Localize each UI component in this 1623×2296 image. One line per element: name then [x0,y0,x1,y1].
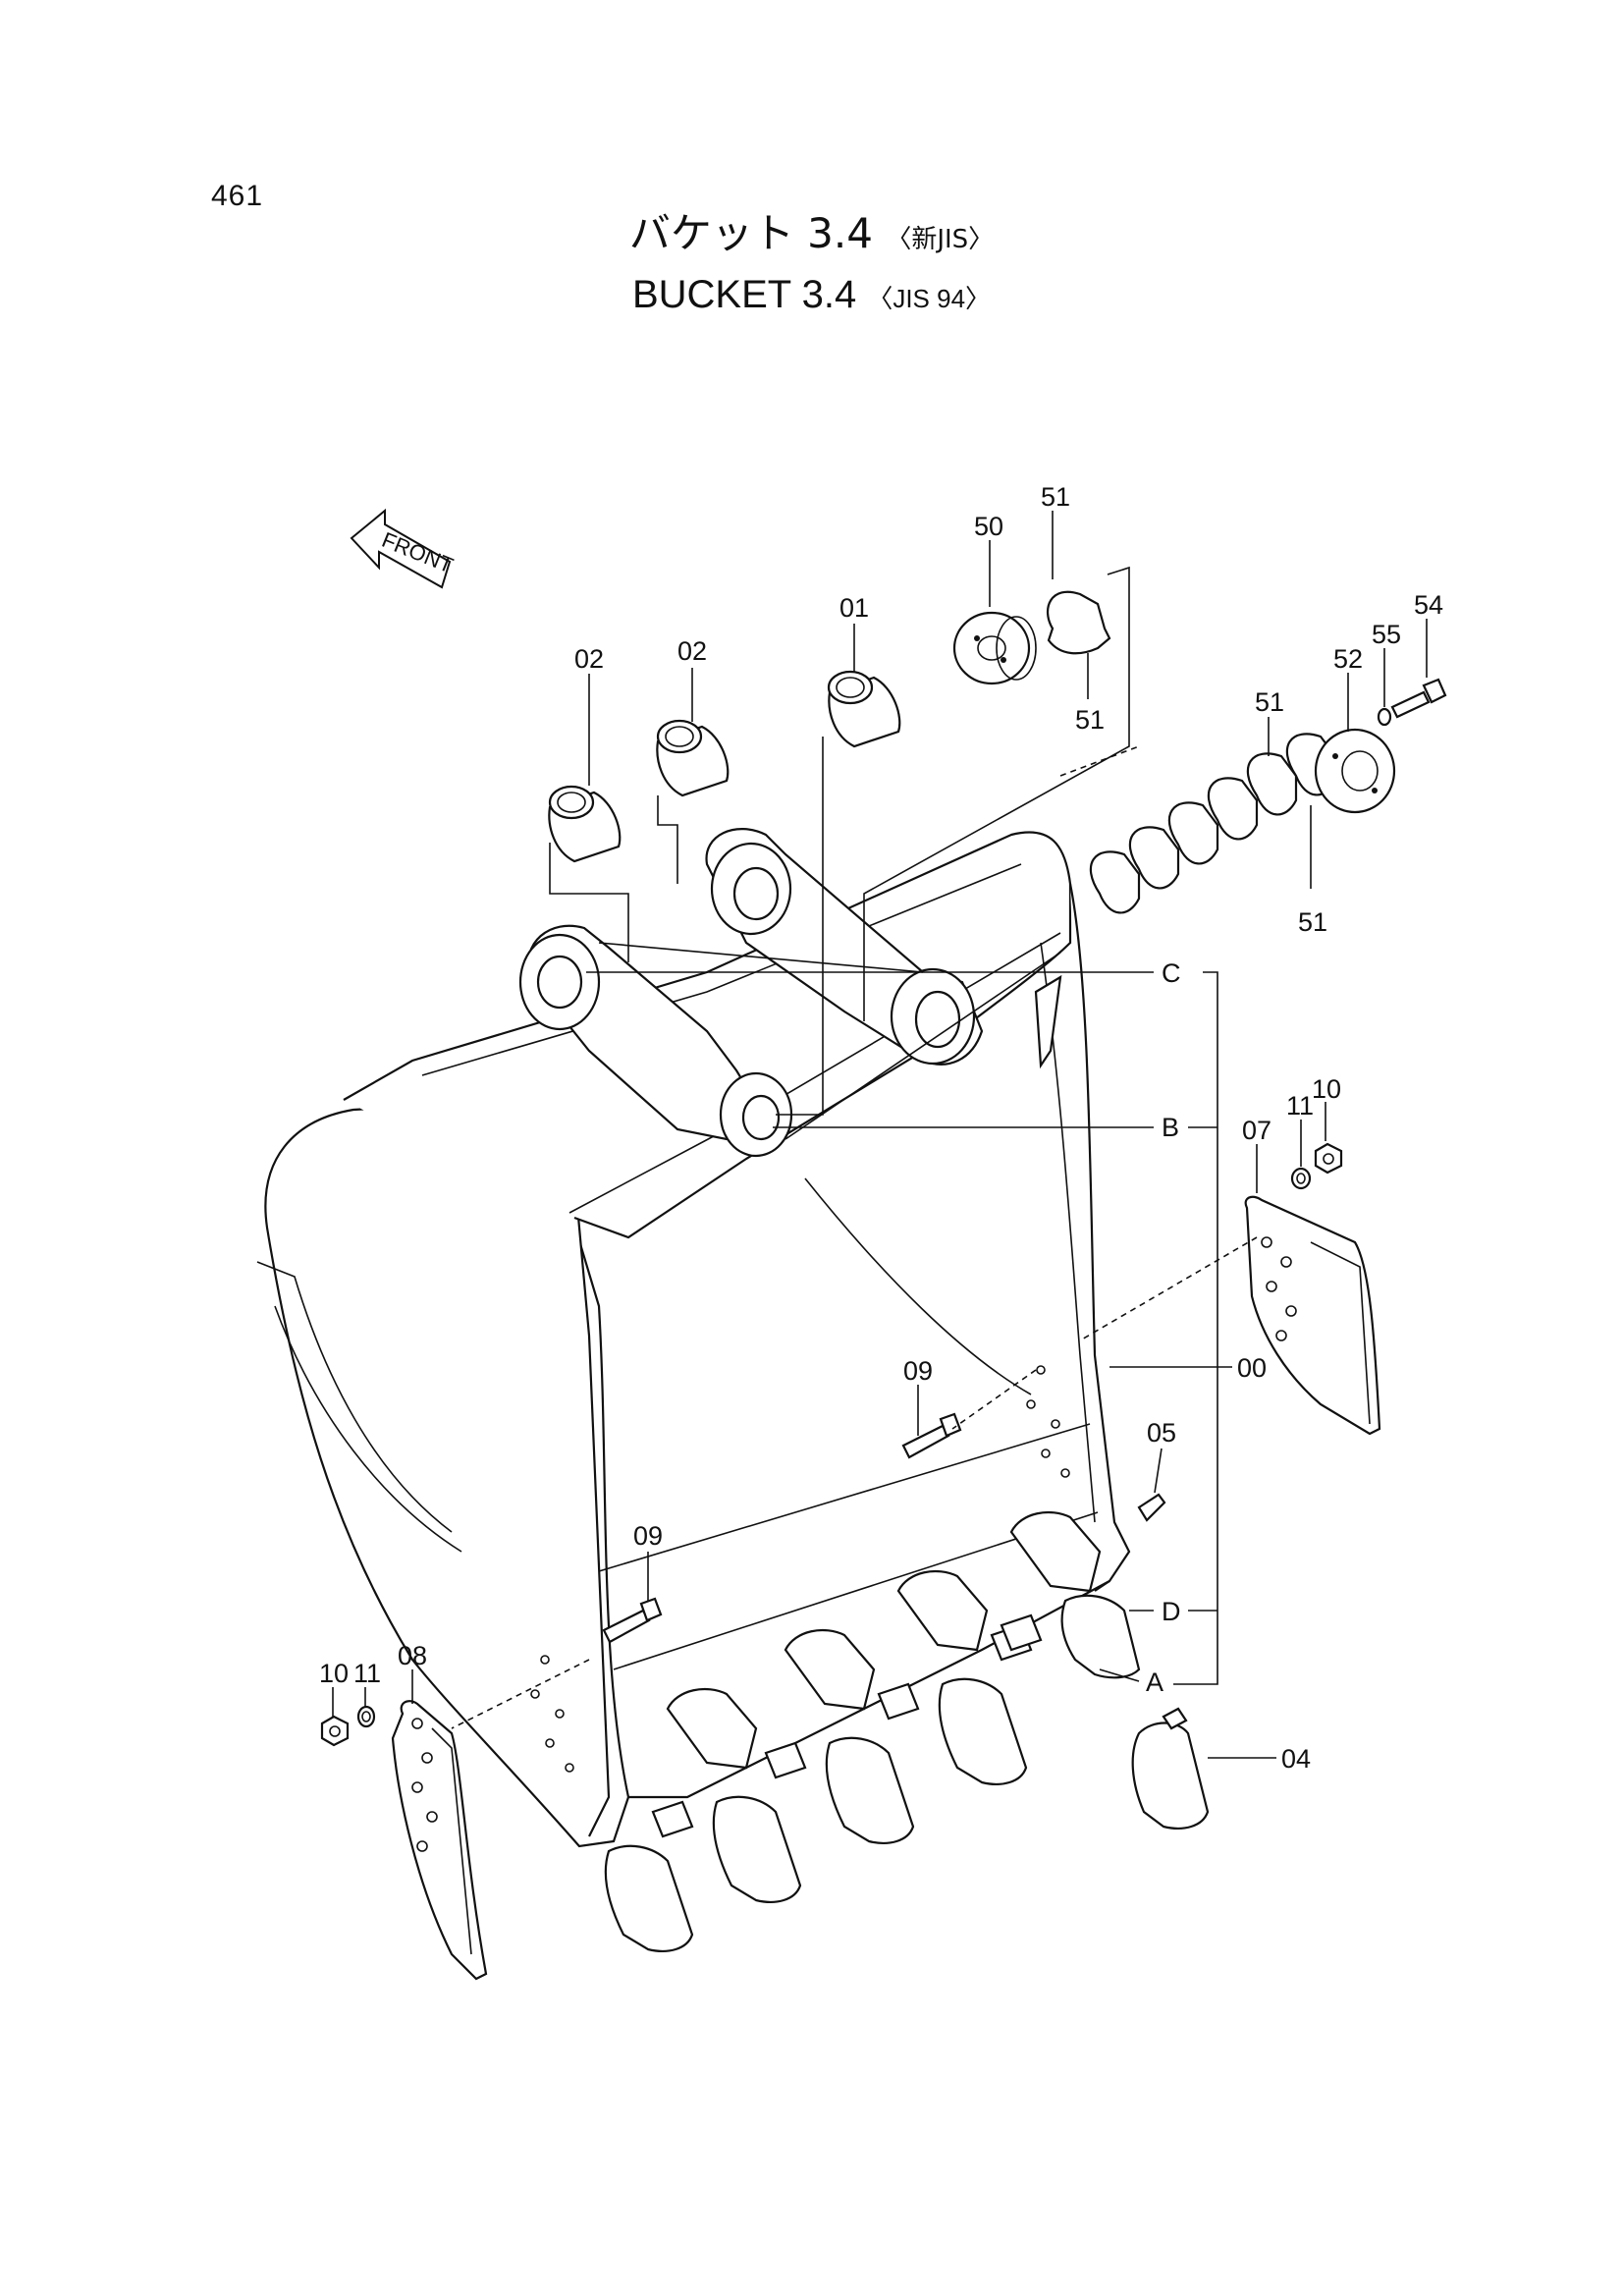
label-A: A [1146,1667,1163,1697]
label-50: 50 [974,512,1003,541]
bucket-link-bracket [518,828,1062,1158]
washer-11-left [356,1705,376,1728]
label-11-right: 11 [1286,1091,1314,1121]
label-10-left: 10 [319,1659,349,1688]
shim-51-stack [1089,733,1337,914]
shim-51-top [1046,590,1111,655]
title-english: BUCKET 3.4 〈JIS 94〉 [0,267,1623,326]
label-D: D [1162,1597,1181,1626]
label-54: 54 [1414,590,1443,620]
bucket-teeth [604,1510,1141,1952]
label-07: 07 [1242,1116,1271,1145]
label-C: C [1162,958,1181,988]
label-11-left: 11 [353,1659,381,1688]
label-51-top: 51 [1041,482,1070,512]
label-08: 08 [398,1641,427,1670]
bolt-09-left [602,1597,663,1644]
callout-labels: 02 02 01 50 51 51 51 51 52 55 54 C B D A… [319,482,1443,1774]
ring-50 [952,611,1037,685]
leader-lines [332,511,1428,1759]
label-04: 04 [1281,1744,1311,1774]
label-51-right: 51 [1255,687,1284,717]
tooth-04 [1131,1707,1210,1830]
label-51-mid: 51 [1075,705,1105,735]
label-55: 55 [1372,620,1401,649]
title-en-spec: 〈JIS 94〉 [867,284,992,313]
nut-10-left [320,1715,350,1747]
title-en-main: BUCKET 3.4 [631,273,857,316]
front-arrow-icon: FRONT [350,508,457,589]
washer-55 [1377,707,1392,727]
bushing-02-lower [548,785,622,863]
label-51-lower: 51 [1298,907,1327,937]
bolt-09-right [901,1412,962,1459]
label-B: B [1162,1113,1179,1142]
side-cutter-08 [391,1700,488,1981]
label-02-upper: 02 [677,636,707,666]
label-52: 52 [1333,644,1363,674]
label-01: 01 [839,593,869,623]
pin-05 [1137,1493,1166,1522]
page-title: バケット 3.4 〈新JIS〉 BUCKET 3.4 〈JIS 94〉 [0,206,1623,326]
nut-10-right [1314,1142,1343,1175]
label-00: 00 [1237,1353,1267,1383]
label-05: 05 [1147,1418,1176,1448]
page-number: 461 [211,180,264,212]
plate-52 [1314,728,1396,814]
title-jp-main: バケット 3.4 [628,209,873,257]
bushing-02-upper [656,719,730,797]
washer-11-right [1290,1167,1312,1190]
title-jp-spec: 〈新JIS〉 [886,225,995,254]
front-label: FRONT [378,527,457,578]
bushing-01 [827,670,901,748]
label-09-left: 09 [633,1521,663,1551]
title-japanese: バケット 3.4 〈新JIS〉 [0,206,1623,267]
label-02-lower: 02 [574,644,604,674]
label-10-right: 10 [1312,1074,1341,1104]
label-09-right: 09 [903,1356,933,1386]
bolt-54 [1390,678,1447,719]
side-cutter-07 [1244,1195,1381,1436]
